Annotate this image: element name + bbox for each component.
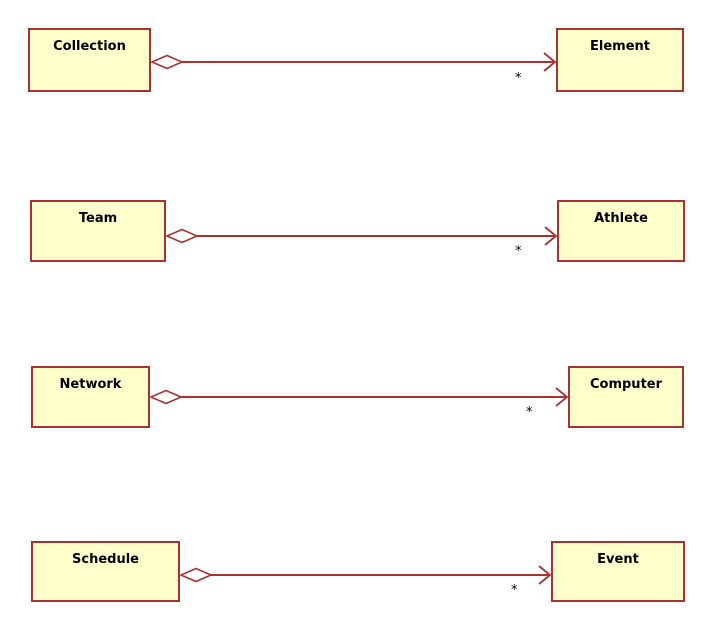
aggregation-diamond-collection-element [149, 54, 185, 70]
multiplicity-label-collection-element: * [515, 71, 522, 86]
uml-class-box-event[interactable]: Event [551, 541, 685, 602]
uml-class-name-schedule: Schedule [72, 552, 139, 567]
multiplicity-label-schedule-event: * [511, 583, 518, 598]
uml-class-box-computer[interactable]: Computer [568, 366, 684, 428]
uml-class-box-collection[interactable]: Collection [28, 28, 151, 92]
uml-class-box-schedule[interactable]: Schedule [31, 541, 180, 602]
uml-class-name-computer: Computer [589, 377, 663, 392]
uml-class-box-athlete[interactable]: Athlete [557, 200, 685, 262]
uml-class-box-network[interactable]: Network [31, 366, 150, 428]
multiplicity-label-team-athlete: * [515, 244, 522, 259]
association-arrowhead-schedule-event [538, 565, 552, 585]
multiplicity-label-network-computer: * [526, 405, 533, 420]
association-arrowhead-collection-element [543, 52, 557, 72]
association-arrowhead-network-computer [555, 387, 569, 407]
uml-class-name-element: Element [590, 39, 650, 54]
uml-class-box-team[interactable]: Team [30, 200, 166, 262]
uml-class-box-element[interactable]: Element [556, 28, 684, 92]
uml-class-name-athlete: Athlete [594, 211, 648, 226]
aggregation-diamond-team-athlete [164, 228, 200, 244]
uml-class-name-collection: Collection [53, 39, 126, 54]
association-arrowhead-team-athlete [544, 226, 558, 246]
aggregation-diamond-schedule-event [178, 567, 214, 583]
aggregation-diamond-network-computer [148, 389, 184, 405]
uml-class-name-team: Team [78, 211, 118, 226]
uml-class-name-network: Network [59, 377, 122, 392]
uml-class-name-event: Event [597, 552, 639, 567]
